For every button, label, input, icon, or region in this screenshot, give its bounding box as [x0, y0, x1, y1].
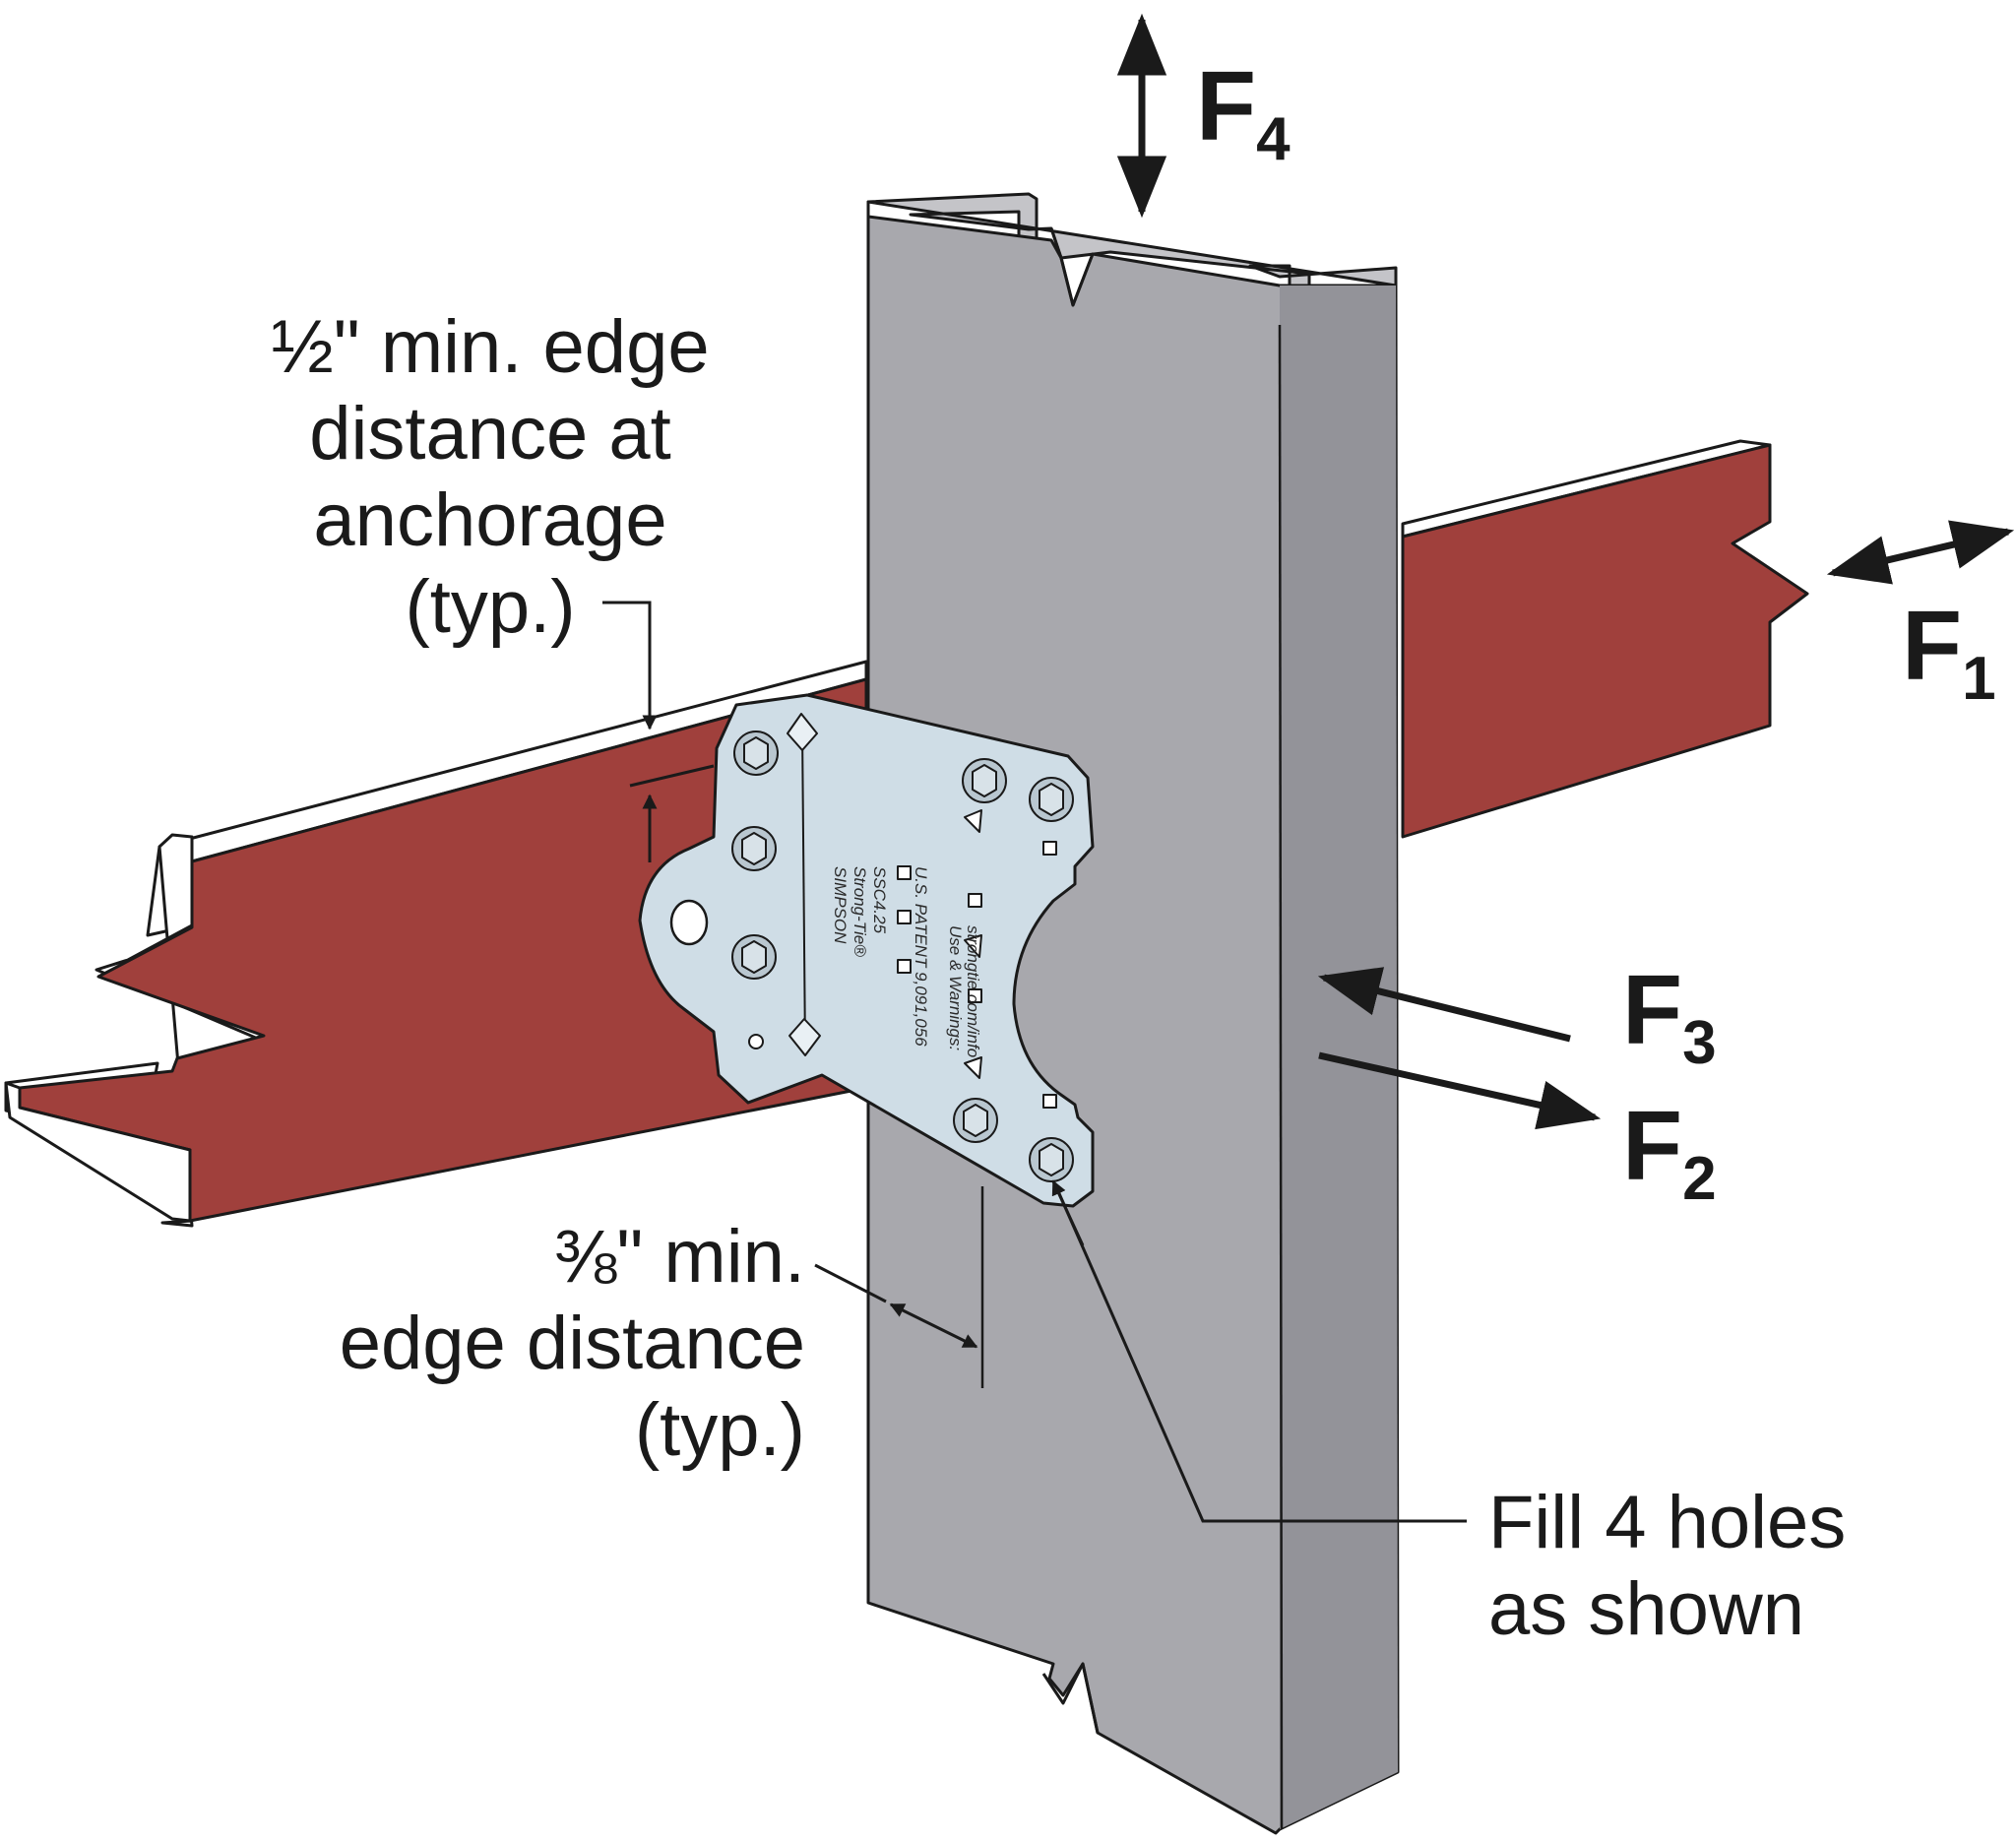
bracket-patent: U.S. PATENT 9,091,056 [912, 866, 930, 1047]
beam-bottom-lip [4, 1081, 192, 1223]
screw-1 [733, 731, 779, 776]
pilot-hole [748, 1034, 764, 1049]
stud-top-break [1049, 227, 1095, 307]
svg-text:Fill 4 holes: Fill 4 holes [1488, 1481, 1846, 1564]
f2-arrow [1318, 1051, 1602, 1130]
svg-text:anchorage: anchorage [313, 478, 666, 562]
bracket-brand-2: Strong-Tie® [850, 866, 869, 957]
screw-4 [962, 758, 1007, 803]
callout-fill-holes: Fill 4 holes as shown [1488, 1481, 1846, 1651]
svg-text:strongtie.com/info: strongtie.com/info [964, 925, 982, 1057]
svg-text:(typ.): (typ.) [405, 565, 575, 649]
screws [731, 731, 1074, 1182]
svg-text:⅜" min.: ⅜" min. [554, 1215, 805, 1299]
callout-edge-distance: ⅜" min. edge distance (typ.) [340, 1215, 805, 1472]
svg-text:edge distance: edge distance [340, 1302, 805, 1385]
stud-corner-line [1278, 324, 1284, 1830]
steel-angle-beam [4, 439, 1809, 1228]
bracket-diamond-bottom [788, 1018, 821, 1056]
bracket-holes [897, 809, 1057, 1109]
edge-leader [814, 1263, 887, 1303]
bracket-warnings: Use & Warnings: strongtie.com/info [946, 925, 982, 1057]
svg-text:as shown: as shown [1488, 1567, 1804, 1651]
svg-text:U.S. PATENT 9,091,056: U.S. PATENT 9,091,056 [912, 866, 930, 1047]
svg-text:(typ.): (typ.) [635, 1388, 805, 1472]
anchorage-leader [602, 601, 652, 724]
svg-text:Use & Warnings:: Use & Warnings: [946, 925, 965, 1051]
dimension-lines [602, 601, 1467, 1523]
svg-text:distance at: distance at [309, 392, 671, 476]
ssc-connector-bracket: SIMPSON Strong-Tie® SSC4.25 U.S. PATENT … [638, 693, 1095, 1208]
fill-leader [1056, 1190, 1467, 1523]
svg-text:½" min. edge: ½" min. edge [271, 305, 709, 389]
bracket-markings: SIMPSON Strong-Tie® SSC4.25 [831, 866, 889, 957]
screw-7 [1029, 1137, 1074, 1182]
screw-5 [1029, 777, 1074, 822]
steel-stud [866, 192, 1400, 1835]
bracket-model: SSC4.25 [870, 866, 889, 934]
f3-label: F3 [1622, 955, 1717, 1077]
f3-arrow [1317, 967, 1571, 1043]
f4-label: F4 [1196, 51, 1291, 173]
screw-3 [731, 934, 777, 980]
anchorage-hole [669, 899, 709, 946]
f2-label: F2 [1622, 1091, 1717, 1213]
f1-arrow [1826, 520, 2015, 585]
screw-6 [953, 1098, 998, 1143]
force-labels: F4 F1 F3 F2 [1196, 51, 1996, 1213]
bracket-brand-1: SIMPSON [831, 866, 850, 944]
bracket-fold-line [801, 728, 806, 1054]
beam-web-right [1401, 443, 1809, 839]
callout-anchorage: ½" min. edge distance at anchorage (typ.… [271, 305, 709, 649]
screw-2 [731, 826, 777, 871]
force-arrows [1116, 13, 2015, 1130]
stud-bottom-break [1041, 1662, 1100, 1734]
f1-label: F1 [1902, 591, 1996, 713]
bracket-diamond-top [787, 713, 818, 751]
